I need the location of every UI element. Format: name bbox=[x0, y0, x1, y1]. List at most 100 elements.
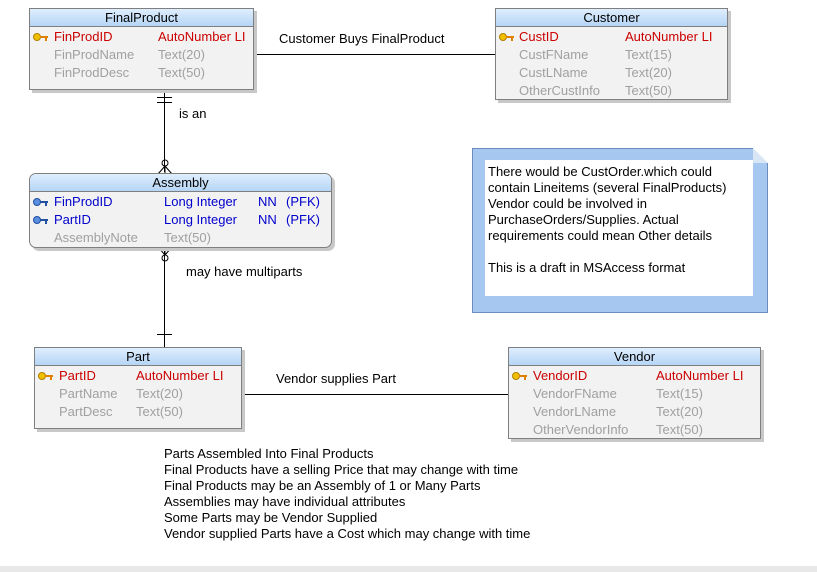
field-type: Text(15) bbox=[656, 386, 703, 401]
field-type: Long Integer bbox=[164, 212, 238, 227]
field-row[interactable]: CustLName Text(20) bbox=[496, 64, 727, 82]
field-row[interactable]: FinProdID Long Integer NN (PFK) bbox=[30, 193, 331, 211]
field-row[interactable]: FinProdDesc Text(50) bbox=[30, 64, 253, 82]
field-name: AssemblyNote bbox=[54, 230, 138, 245]
field-type: Text(50) bbox=[164, 230, 211, 245]
requirement-line: Some Parts may be Vendor Supplied bbox=[164, 510, 378, 525]
field-type: AutoNumber LI bbox=[656, 368, 744, 383]
field-type: Long Integer bbox=[164, 194, 238, 209]
entity-assembly[interactable]: Assembly FinProdID Long Integer NN (PFK)… bbox=[29, 173, 332, 248]
note-fold-corner bbox=[753, 148, 768, 163]
field-row[interactable]: PartID Long Integer NN (PFK) bbox=[30, 211, 331, 229]
note-line: There would be CustOrder.which could bbox=[488, 164, 713, 179]
foreign-key-icon bbox=[33, 216, 48, 224]
field-name: CustFName bbox=[519, 47, 589, 62]
rel-line-customer-finalproduct bbox=[254, 54, 495, 55]
rel-tick-part bbox=[157, 334, 172, 335]
rel-line-assembly-part bbox=[164, 248, 165, 347]
crows-foot-icon bbox=[157, 159, 173, 175]
field-row[interactable]: AssemblyNote Text(50) bbox=[30, 229, 331, 247]
note-line: PurchaseOrders/Supplies. Actual bbox=[488, 212, 679, 227]
field-type: Text(20) bbox=[158, 47, 205, 62]
field-pfk: (PFK) bbox=[286, 194, 320, 209]
requirement-line: Vendor supplied Parts have a Cost which … bbox=[164, 526, 531, 541]
note-line bbox=[488, 244, 750, 260]
rel-tick-finalproduct-2 bbox=[157, 102, 172, 103]
field-name: FinProdID bbox=[54, 29, 113, 44]
field-name: CustLName bbox=[519, 65, 588, 80]
field-name: OtherCustInfo bbox=[519, 83, 600, 98]
rel-label-multiparts: may have multiparts bbox=[186, 264, 303, 279]
field-row[interactable]: OtherVendorInfo Text(50) bbox=[509, 421, 760, 439]
field-name: VendorLName bbox=[533, 404, 617, 419]
field-row[interactable]: VendorFName Text(15) bbox=[509, 385, 760, 403]
field-type: Text(50) bbox=[136, 404, 183, 419]
field-type: Text(20) bbox=[625, 65, 672, 80]
requirements-notes: Parts Assembled Into Final Products Fina… bbox=[164, 446, 530, 542]
note-line: contain Lineitems (several FinalProducts… bbox=[488, 180, 727, 195]
field-name: OtherVendorInfo bbox=[533, 422, 629, 437]
field-row[interactable]: VendorLName Text(20) bbox=[509, 403, 760, 421]
requirement-line: Parts Assembled Into Final Products bbox=[164, 446, 374, 461]
field-type: AutoNumber LI bbox=[136, 368, 224, 383]
field-type: Text(20) bbox=[136, 386, 183, 401]
field-type: Text(50) bbox=[656, 422, 703, 437]
rel-label-vendor-supplies: Vendor supplies Part bbox=[276, 371, 396, 386]
field-name: PartID bbox=[54, 212, 91, 227]
field-row[interactable]: PartID AutoNumber LI bbox=[35, 367, 241, 385]
field-row[interactable]: OtherCustInfo Text(50) bbox=[496, 82, 727, 100]
entity-title: Part bbox=[35, 348, 241, 366]
field-row[interactable]: PartName Text(20) bbox=[35, 385, 241, 403]
entity-part[interactable]: Part PartID AutoNumber LI PartName Text(… bbox=[34, 347, 242, 429]
field-nn: NN bbox=[258, 194, 277, 209]
note-text: There would be CustOrder.which could con… bbox=[485, 160, 753, 296]
note-line: This is a draft in MSAccess format bbox=[488, 260, 686, 275]
requirement-line: Final Products have a selling Price that… bbox=[164, 462, 519, 477]
entity-title: Assembly bbox=[30, 174, 331, 192]
rel-line-finalproduct-assembly bbox=[164, 90, 165, 172]
field-name: FinProdDesc bbox=[54, 65, 130, 80]
note-line: requirements could mean Other details bbox=[488, 228, 713, 243]
field-name: CustID bbox=[519, 29, 559, 44]
entity-title: FinalProduct bbox=[30, 9, 253, 27]
requirement-line: Final Products may be an Assembly of 1 o… bbox=[164, 478, 481, 493]
field-name: VendorFName bbox=[533, 386, 617, 401]
field-type: Text(50) bbox=[625, 83, 672, 98]
entity-title: Vendor bbox=[509, 348, 760, 366]
field-name: PartName bbox=[59, 386, 118, 401]
field-type: Text(15) bbox=[625, 47, 672, 62]
field-row[interactable]: FinProdName Text(20) bbox=[30, 46, 253, 64]
field-row[interactable]: PartDesc Text(50) bbox=[35, 403, 241, 421]
field-type: Text(50) bbox=[158, 65, 205, 80]
field-row[interactable]: FinProdID AutoNumber LI bbox=[30, 28, 253, 46]
key-icon bbox=[499, 33, 514, 41]
diagram-note[interactable]: There would be CustOrder.which could con… bbox=[472, 148, 768, 313]
rel-tick-finalproduct bbox=[157, 97, 172, 98]
key-icon bbox=[33, 33, 48, 41]
key-icon bbox=[512, 372, 527, 380]
requirement-line: Assemblies may have individual attribute… bbox=[164, 494, 406, 509]
crows-foot-icon bbox=[157, 246, 173, 262]
rel-line-vendor-part bbox=[242, 394, 508, 395]
entity-customer[interactable]: Customer CustID AutoNumber LI CustFName … bbox=[495, 8, 728, 100]
field-row[interactable]: CustFName Text(15) bbox=[496, 46, 727, 64]
field-row[interactable]: VendorID AutoNumber LI bbox=[509, 367, 760, 385]
note-line: Vendor could be involved in bbox=[488, 196, 648, 211]
entity-finalproduct[interactable]: FinalProduct FinProdID AutoNumber LI Fin… bbox=[29, 8, 254, 90]
field-name: FinProdID bbox=[54, 194, 113, 209]
foreign-key-icon bbox=[33, 198, 48, 206]
field-type: AutoNumber LI bbox=[158, 29, 246, 44]
field-name: VendorID bbox=[533, 368, 588, 383]
field-name: PartID bbox=[59, 368, 96, 383]
rel-label-customer-buys: Customer Buys FinalProduct bbox=[279, 31, 445, 46]
field-pfk: (PFK) bbox=[286, 212, 320, 227]
field-name: FinProdName bbox=[54, 47, 135, 62]
field-type: AutoNumber LI bbox=[625, 29, 713, 44]
rel-label-is-an: is an bbox=[179, 106, 207, 121]
field-name: PartDesc bbox=[59, 404, 113, 419]
bottom-scrollbar-area bbox=[0, 566, 817, 572]
entity-title: Customer bbox=[496, 9, 727, 27]
entity-vendor[interactable]: Vendor VendorID AutoNumber LI VendorFNam… bbox=[508, 347, 761, 439]
field-nn: NN bbox=[258, 212, 277, 227]
field-row[interactable]: CustID AutoNumber LI bbox=[496, 28, 727, 46]
